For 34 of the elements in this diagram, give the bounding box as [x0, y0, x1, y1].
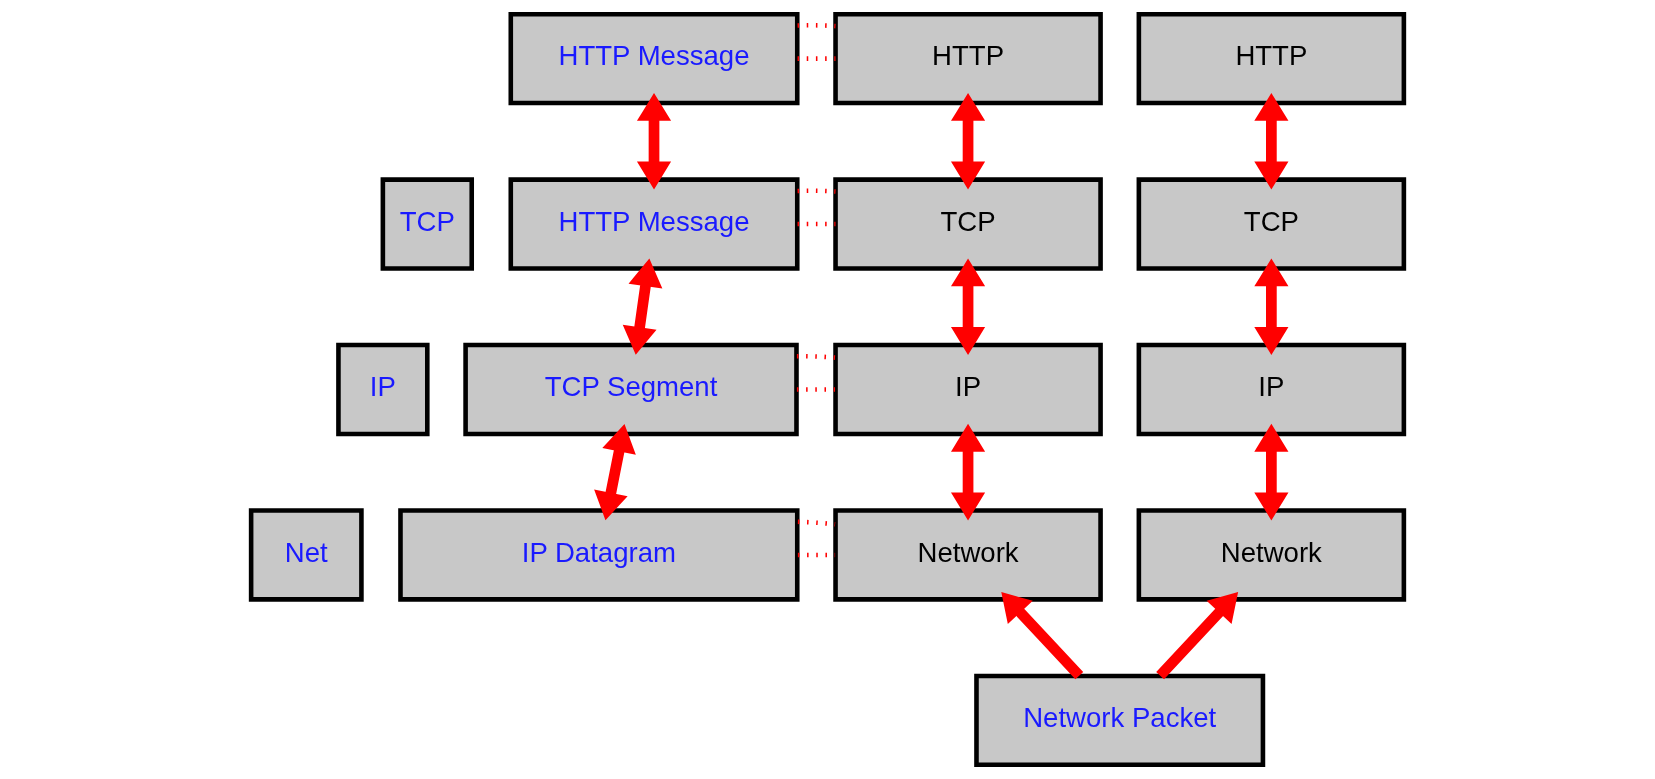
connector: [796, 353, 836, 360]
arrow: [950, 93, 986, 190]
node-box: IP Datagram: [398, 508, 800, 602]
node-box: HTTP: [833, 11, 1103, 106]
node-box: TCP: [1136, 177, 1407, 271]
arrow: [1001, 592, 1084, 680]
connector: [796, 387, 835, 392]
node-box: TCP Segment: [463, 342, 799, 437]
arrow: [950, 423, 986, 521]
node-box: IP: [833, 342, 1103, 437]
connector: [797, 221, 836, 227]
connector: [797, 519, 836, 527]
node-box: Net: [248, 508, 364, 602]
arrow: [1156, 592, 1239, 680]
arrow: [1254, 92, 1289, 190]
node-box: HTTP Message: [508, 11, 800, 106]
node-box: Network Packet: [974, 673, 1266, 768]
arrow: [1254, 423, 1289, 521]
arrow: [622, 258, 663, 355]
arrow: [950, 258, 986, 355]
node-box: IP: [1136, 342, 1407, 437]
node-box: TCP: [833, 177, 1103, 271]
arrow: [636, 92, 672, 190]
arrow: [1254, 258, 1289, 355]
node-box: Network: [1136, 508, 1407, 602]
node-box: HTTP Message: [508, 177, 800, 271]
node-box: IP: [336, 342, 430, 437]
connector: [797, 23, 836, 29]
node-box: Network: [833, 508, 1103, 602]
connector: [797, 56, 836, 61]
arrow: [594, 424, 636, 521]
node-box: TCP: [380, 177, 475, 271]
connector: [797, 188, 836, 194]
node-box: HTTP: [1136, 11, 1407, 106]
